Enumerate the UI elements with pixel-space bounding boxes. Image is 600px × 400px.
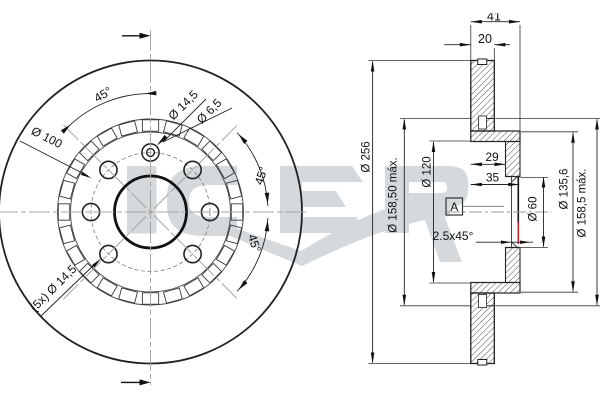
svg-text:A: A — [450, 200, 458, 214]
svg-text:Ø 158,50 máx.: Ø 158,50 máx. — [388, 157, 400, 232]
svg-text:35: 35 — [486, 171, 500, 185]
svg-text:Ø 256: Ø 256 — [361, 141, 373, 172]
svg-text:Ø 158,5 máx.: Ø 158,5 máx. — [577, 168, 589, 237]
svg-text:29: 29 — [485, 150, 499, 164]
svg-text:45°: 45° — [252, 165, 271, 187]
svg-text:2.5x45°: 2.5x45° — [433, 229, 474, 243]
svg-text:Ø 135,6: Ø 135,6 — [559, 169, 571, 210]
svg-text:Ø 120: Ø 120 — [422, 156, 434, 187]
svg-text:45°: 45° — [245, 232, 264, 254]
svg-text:20: 20 — [478, 32, 492, 46]
svg-text:Ø 60: Ø 60 — [528, 197, 540, 222]
